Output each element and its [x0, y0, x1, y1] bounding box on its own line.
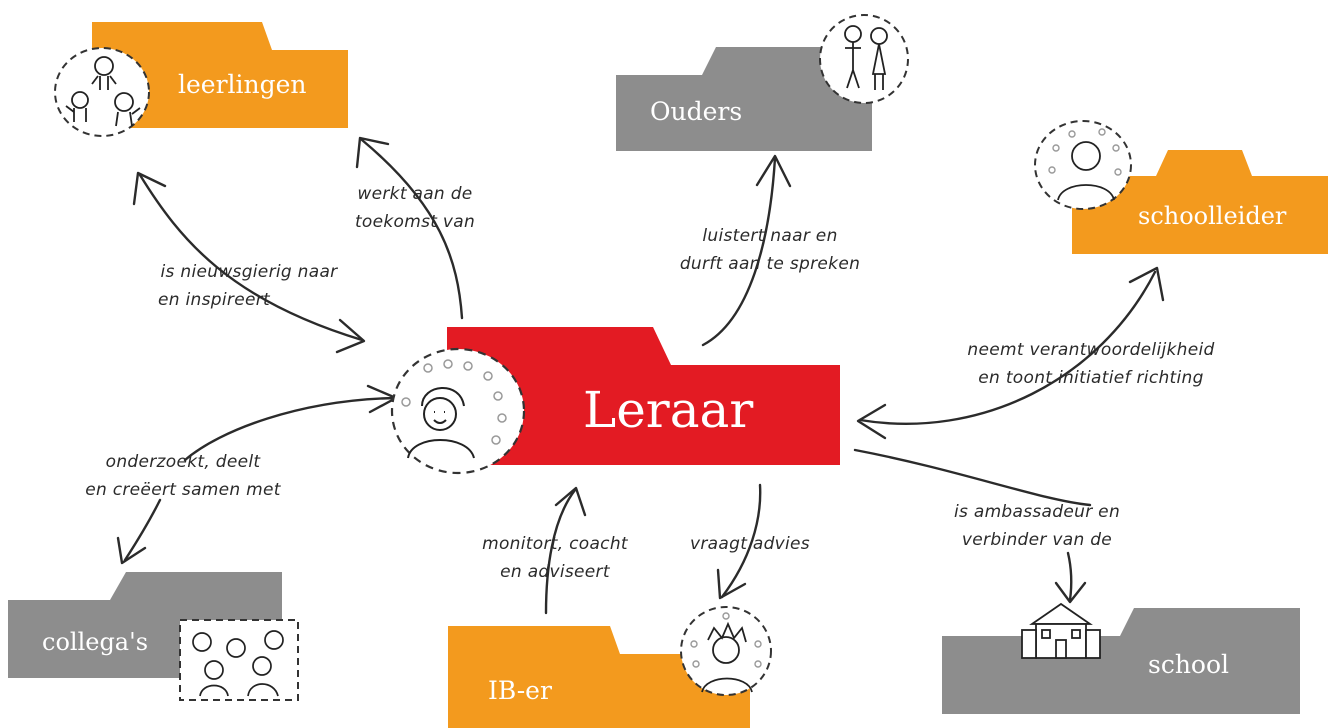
children-icon [52, 44, 152, 140]
relation-label-leerlingen: werkt aan de toekomst van [330, 180, 500, 236]
arrow-collegas [183, 396, 397, 462]
node-leerlingen: leerlingen [92, 22, 348, 128]
arrow-to-ouders [701, 156, 777, 347]
relation-label-ouders: luistert naar en durft aan te spreken [650, 222, 890, 278]
folder-shape [942, 608, 1300, 714]
folder-shape [448, 626, 750, 728]
relation-line: verbinder van de [961, 530, 1113, 550]
relation-label-iber-in: monitort, coacht en adviseert [460, 530, 650, 586]
node-iber: IB-er [448, 626, 750, 728]
node-label-iber: IB-er [488, 676, 552, 705]
parents-icon [817, 12, 911, 106]
colleagues-icon [178, 618, 300, 702]
relation-line: is ambassadeur en [953, 502, 1121, 522]
node-schoolleider: schoolleider [1072, 150, 1328, 254]
folder-shape [447, 327, 840, 465]
arrowhead-to-ouders [755, 154, 792, 188]
relation-line: en adviseert [500, 562, 610, 582]
node-label-schoolleider: schoolleider [1138, 202, 1287, 230]
node-leraar: Leraar [447, 327, 840, 465]
arrowhead-curious-top [132, 171, 167, 206]
arrowhead-to-leerlingen [355, 136, 390, 169]
relation-label-school: is ambassadeur en verbinder van de [922, 498, 1152, 554]
arrow-to-leerlingen [360, 138, 464, 320]
folder-shape [616, 47, 872, 151]
arrow-schoolleider [858, 270, 1157, 425]
arrow-to-iber [720, 483, 762, 599]
arrowhead-schoolleider-left [856, 403, 887, 440]
relation-line: monitort, coacht [482, 534, 628, 554]
folder-shape [1072, 150, 1328, 254]
arrowhead-to-school [1054, 581, 1087, 604]
folder-shape [92, 22, 348, 128]
arrow-curious [138, 173, 364, 342]
relation-line: en toont initiatief richting [978, 368, 1204, 388]
arrowhead-curious-bottom [335, 318, 366, 354]
relation-label-iber-out: vraagt advies [670, 530, 830, 558]
school-leader-icon [1032, 118, 1134, 212]
relation-line: durft aan te spreken [679, 254, 861, 274]
relation-line: en inspireert [158, 290, 270, 310]
relation-line: neemt verantwoordelijkheid [967, 340, 1215, 360]
node-label-leerlingen: leerlingen [178, 70, 307, 99]
node-label-collegas: collega's [42, 628, 149, 656]
teacher-portrait-icon [388, 346, 528, 476]
relation-label-curious: is nieuwsgierig naar en inspireert [124, 258, 374, 314]
arrow-to-school-down [1066, 551, 1073, 602]
relation-line: werkt aan de [357, 184, 473, 204]
relation-label-collegas: onderzoekt, deelt en creëert samen met [48, 448, 318, 504]
arrowhead-from-iber [554, 486, 587, 517]
school-building-icon [1018, 600, 1104, 662]
arrow-collegas-lower [123, 498, 162, 562]
node-label-school: school [1148, 650, 1230, 679]
relation-line: en creëert samen met [85, 480, 281, 500]
node-label-ouders: Ouders [650, 97, 743, 126]
relation-line: toekomst van [354, 212, 476, 232]
node-school: school [942, 608, 1300, 714]
arrowhead-schoolleider-top [1128, 266, 1165, 302]
relation-line: onderzoekt, deelt [105, 452, 261, 472]
arrowhead-collegas-bottom [116, 536, 147, 565]
relation-line: is nieuwsgierig naar [160, 262, 338, 282]
ib-er-icon [678, 604, 774, 698]
arrow-from-iber [544, 488, 577, 615]
arrowhead-to-iber [716, 568, 747, 600]
relation-label-schoolleider: neemt verantwoordelijkheid en toont init… [936, 336, 1246, 392]
arrow-to-school [853, 448, 1092, 507]
node-label-leraar: Leraar [583, 381, 754, 439]
node-ouders: Ouders [616, 47, 872, 151]
relation-line: luistert naar en [702, 226, 838, 246]
relation-line: vraagt advies [690, 534, 810, 554]
